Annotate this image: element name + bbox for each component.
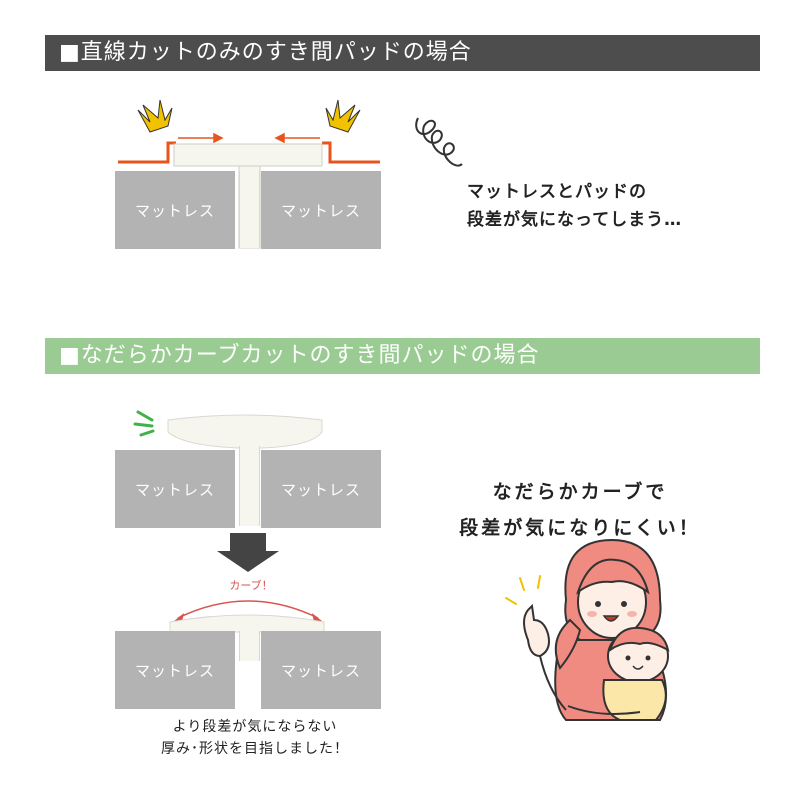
mattress-right-after: マットレス [261,631,381,709]
section1-banner: ■直線カットのみのすき間パッドの場合 [45,35,760,71]
mattress-left-before: マットレス [115,450,235,528]
design-caption-line2: 厚み･形状を目指しました！ [161,741,349,757]
benefit-speech-line2: 段差が気になりにくい！ [459,517,701,539]
arrow-icon [178,132,320,144]
curve-arrow-head-right [312,613,322,622]
curved-pad-stem-after [239,631,260,661]
worry-speech: マットレスとパッドの 段差が気になってしまう… [467,178,682,234]
curve-label: カーブ！ [229,579,273,592]
right-step-edge [322,141,380,164]
impact-spark-icon [137,99,173,133]
curved-pad-top-before [167,414,323,449]
straight-pad-stem-front [239,171,260,248]
left-step-edge [118,141,176,164]
mattress-left: マットレス [115,171,235,249]
mattress-right-before: マットレス [261,450,381,528]
mattress-left-after: マットレス [115,631,235,709]
benefit-speech: なだらかカーブで 段差が気になりにくい！ [420,474,740,546]
impact-spark-icon [133,410,155,437]
curved-pad-stem-before [239,446,260,526]
benefit-speech-line1: なだらかカーブで [492,481,668,503]
section2-banner: ■なだらかカーブカットのすき間パッドの場合 [45,338,760,374]
worry-speech-line2: 段差が気になってしまう… [467,210,683,230]
design-caption: より段差が気にならない 厚み･形状を目指しました！ [110,716,400,760]
mattress-right: マットレス [261,171,381,249]
worry-speech-line1: マットレスとパッドの [467,182,647,202]
curve-arrow [177,600,319,619]
curved-pad-top-after [169,614,325,633]
impact-spark-icon [325,99,361,133]
scribble-icon [415,117,463,167]
mother-baby-illustration [505,538,670,721]
down-arrow-icon [217,533,279,572]
design-caption-line1: より段差が気にならない [172,719,338,735]
